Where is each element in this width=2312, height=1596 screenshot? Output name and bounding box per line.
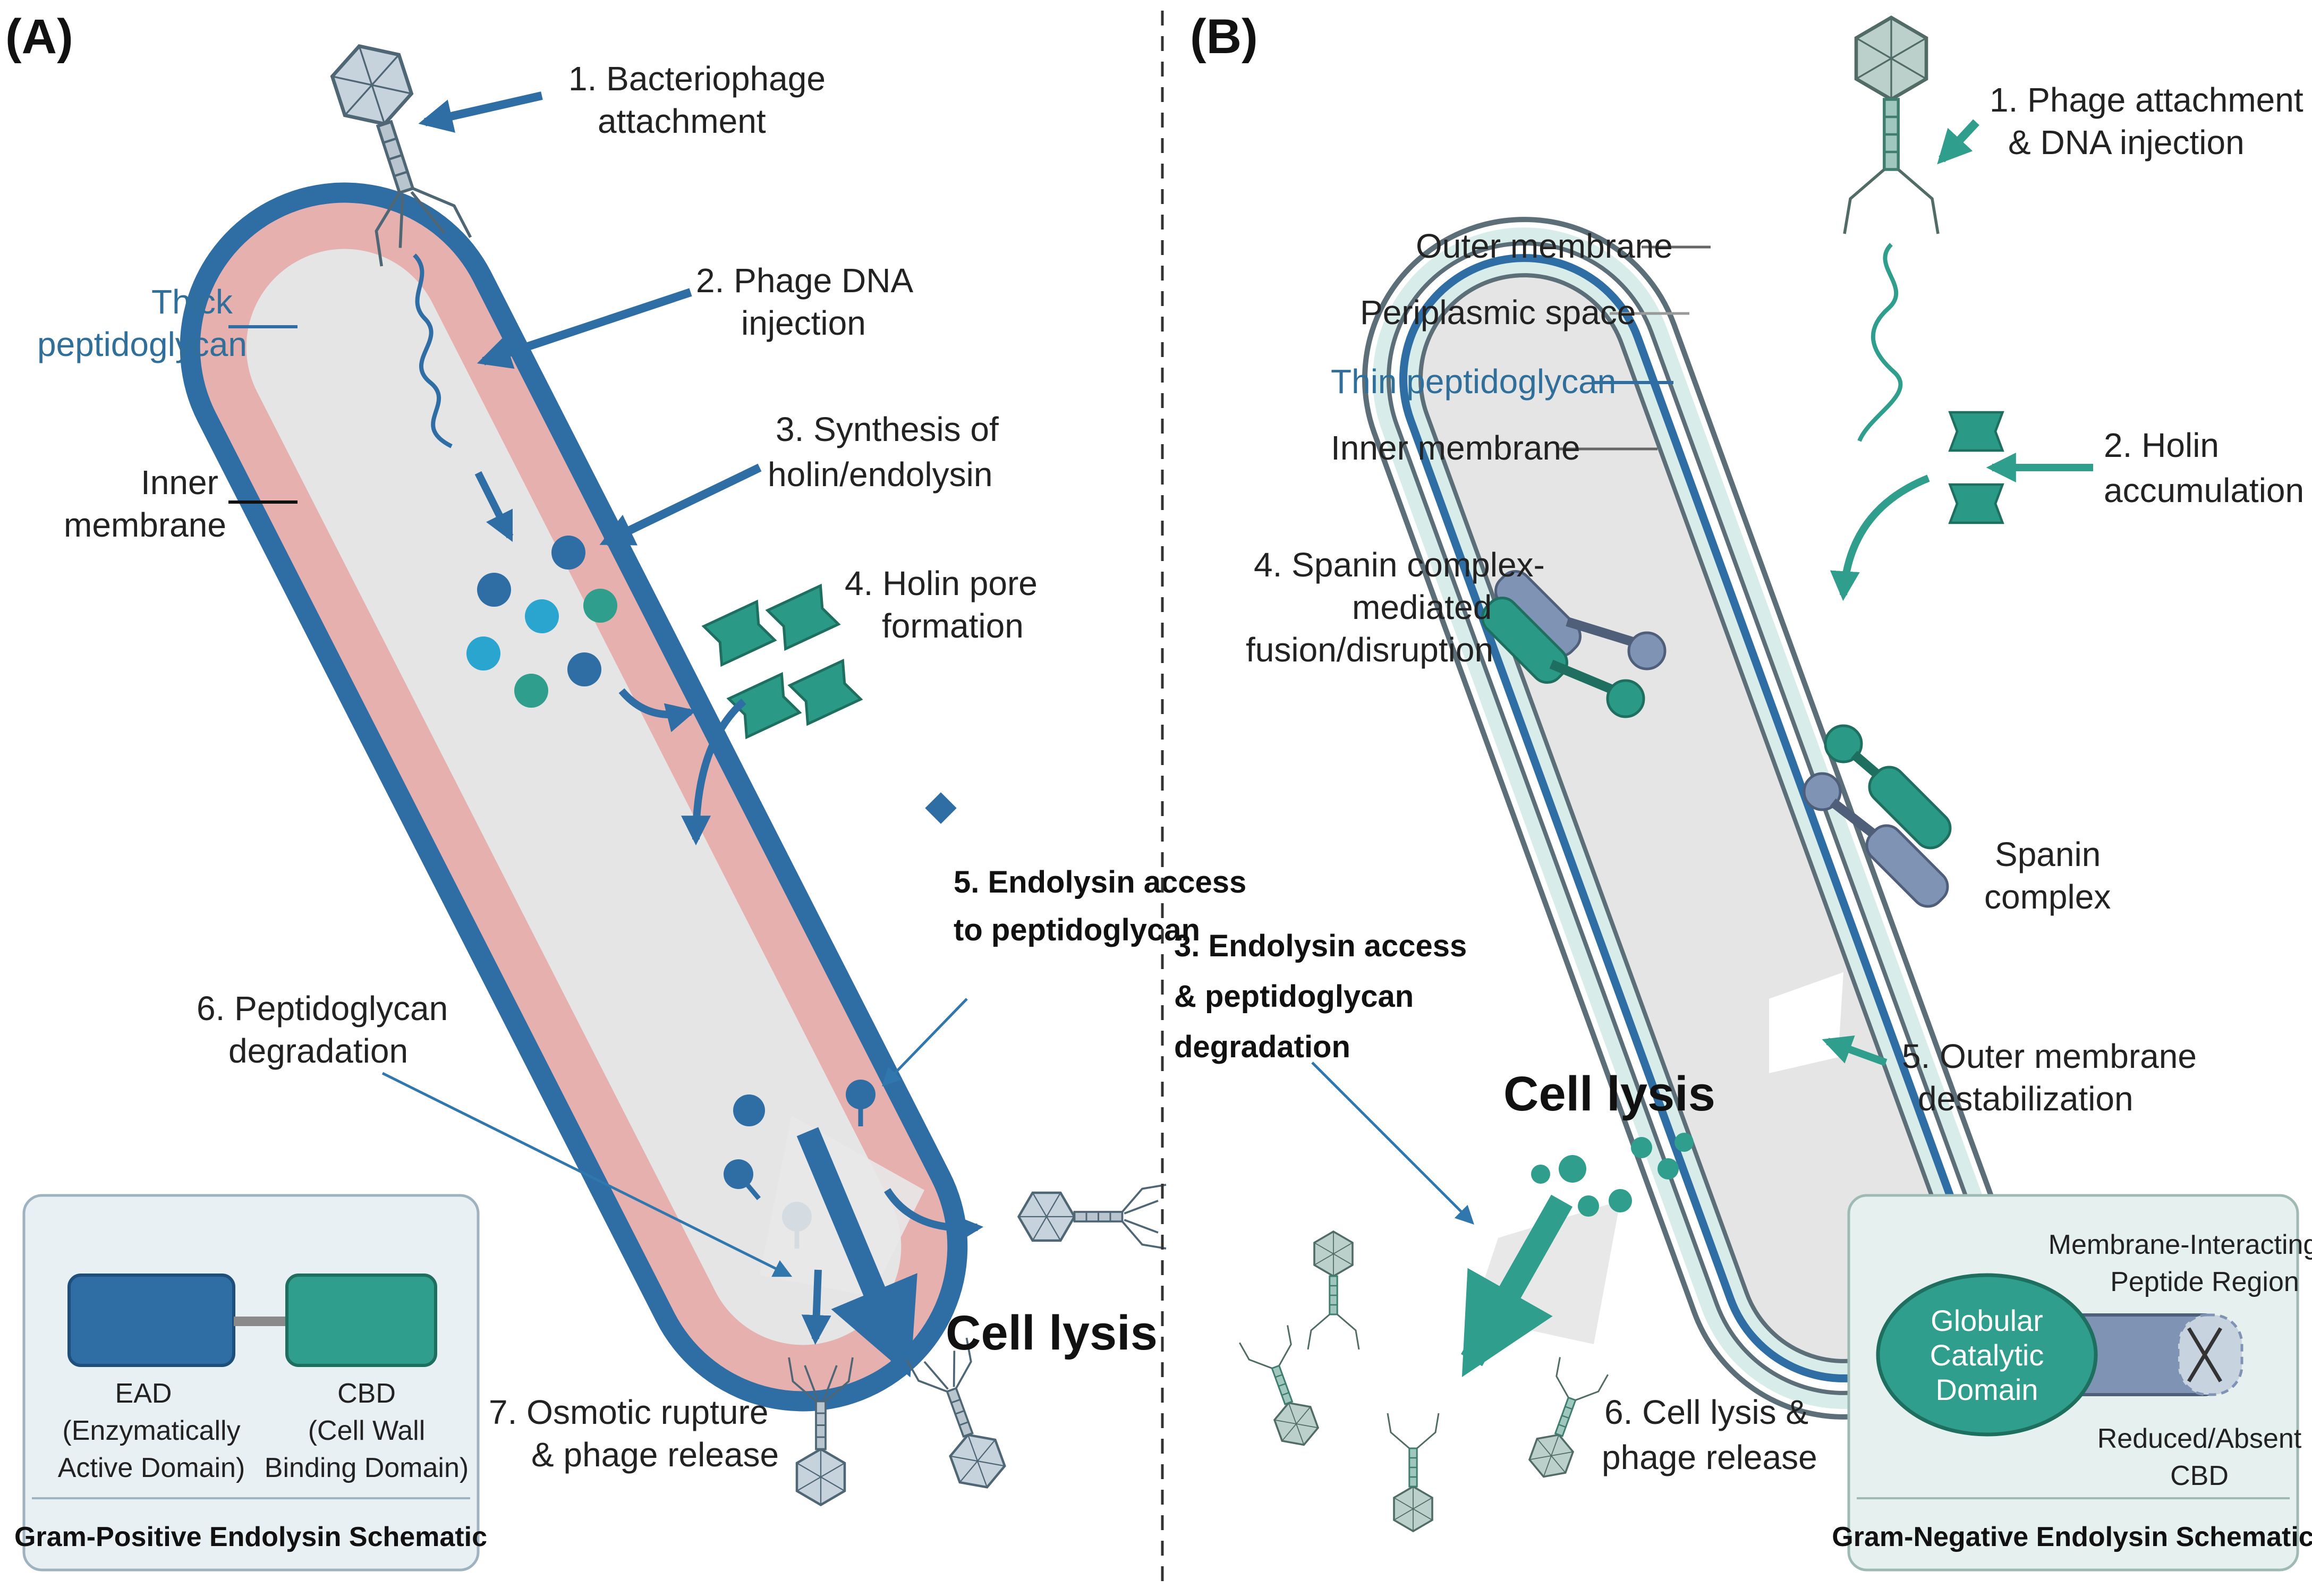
gcd-line3: Domain: [1936, 1373, 2038, 1406]
outer-membrane-label: Outer membrane: [1416, 227, 1673, 265]
endolysins-b: [1531, 1133, 1694, 1217]
step-a2-line2: injection: [741, 304, 866, 342]
synthesized-proteins: [466, 536, 617, 708]
phage-attaching-b: [1844, 18, 1938, 234]
cbd-b-line1: Reduced/Absent: [2097, 1423, 2302, 1454]
step-a4-line2: formation: [882, 607, 1024, 645]
inner-membrane-a-line1: Inner: [141, 463, 218, 502]
step-b6-line2: phage release: [1602, 1438, 1817, 1476]
step-a6-line2: degradation: [228, 1032, 408, 1070]
step-a7-line1: 7. Osmotic rupture: [489, 1393, 768, 1431]
step-b2-line1: 2. Holin: [2104, 426, 2219, 464]
spanin-complex-line2: complex: [1984, 878, 2111, 916]
step-b4-line3: fusion/disruption: [1246, 631, 1493, 669]
step-b3-line3: degradation: [1174, 1030, 1350, 1064]
gram-positive-schematic: EAD (Enzymatically Active Domain) CBD (C…: [14, 1194, 487, 1572]
cbd-line2: (Cell Wall: [308, 1415, 426, 1446]
cbd-domain: [285, 1274, 437, 1367]
leaders-b: [1559, 245, 1711, 451]
gram-negative-schematic: Membrane-Interacting Peptide Region Glob…: [1832, 1194, 2312, 1572]
cell-lysis-b: Cell lysis: [1503, 1067, 1715, 1121]
gcd-line1: Globular: [1931, 1304, 2043, 1337]
globular-catalytic-domain: [1876, 1273, 2098, 1437]
ead-line3: Active Domain): [58, 1453, 245, 1483]
step-b5-line1: 5. Outer membrane: [1902, 1037, 2197, 1075]
inner-membrane-b-label: Inner membrane: [1331, 429, 1580, 467]
absent-cbd-x-icon: [2187, 1327, 2223, 1382]
step-a3-line1: 3. Synthesis of: [776, 410, 999, 448]
cbd-b-line2: CBD: [2170, 1461, 2229, 1491]
thin-pg-label: Thin peptidoglycan: [1331, 362, 1616, 401]
step-b5-line2: destabilization: [1918, 1080, 2134, 1118]
step-a7-line2: & phage release: [531, 1436, 779, 1474]
mip-line1: Membrane-Interacting: [2048, 1229, 2312, 1260]
step-b1-line2: & DNA injection: [2008, 123, 2245, 162]
periplasmic-space-label: Periplasmic space: [1360, 293, 1636, 332]
linker: [234, 1317, 287, 1326]
step-b3-line1: 3. Endolysin access: [1174, 929, 1467, 963]
inner-membrane-a-line2: membrane: [64, 506, 226, 544]
step-a4-line1: 4. Holin pore: [845, 564, 1038, 602]
step-a3-line2: holin/endolysin: [768, 455, 992, 494]
gram-negative-cell: [1362, 217, 2006, 1420]
ead-line1: EAD: [115, 1378, 172, 1409]
gram-positive-cell: [180, 182, 968, 1412]
gram-negative-schematic-title: Gram-Negative Endolysin Schematic: [1832, 1522, 2312, 1552]
ead-line2: (Enzymatically: [62, 1415, 240, 1446]
gram-positive-schematic-title: Gram-Positive Endolysin Schematic: [14, 1522, 487, 1552]
panel-a-letter: (A): [5, 10, 73, 64]
step-b3-line2: & peptidoglycan: [1174, 979, 1414, 1014]
cbd-line1: CBD: [337, 1378, 396, 1409]
diamond-marker: [925, 792, 957, 824]
gcd-line2: Catalytic: [1930, 1338, 2044, 1372]
panel-b-letter: (B): [1190, 10, 1258, 64]
step-b4-line1: 4. Spanin complex-: [1254, 546, 1545, 584]
phage-dna-helix: [413, 253, 453, 448]
step-b4-line2: mediated: [1352, 588, 1492, 626]
spanin-complex-line1: Spanin: [1995, 835, 2101, 873]
step-a6-line1: 6. Peptidoglycan: [197, 989, 448, 1028]
phage-dna-helix-b: [1857, 243, 1903, 442]
thick-pg-line2: peptidoglycan: [37, 325, 247, 363]
endolysins-at-wall: [718, 1080, 876, 1249]
step-b1-line1: 1. Phage attachment: [1990, 81, 2304, 119]
step-a1-line2: attachment: [598, 102, 766, 140]
thick-pg-line1: Thick: [151, 283, 233, 321]
step-b6-line1: 6. Cell lysis &: [1604, 1393, 1808, 1431]
cell-lysis-a: Cell lysis: [946, 1306, 1158, 1360]
mip-line2: Peptide Region: [2110, 1267, 2299, 1297]
step-b2-line2: accumulation: [2104, 471, 2304, 510]
step-a5-line1: 5. Endolysin access: [954, 865, 1246, 899]
step-a1-line1: 1. Bacteriophage: [568, 60, 826, 98]
spanin-complexes: [1481, 570, 1952, 908]
arrows-b: [1311, 119, 2093, 1378]
step-a5-line2: to peptidoglycan: [954, 913, 1200, 947]
step-a2-line1: 2. Phage DNA: [696, 261, 913, 300]
cbd-line3: Binding Domain): [265, 1453, 469, 1483]
reduced-cbd-dashed: [2177, 1313, 2243, 1396]
arrows-a: [381, 91, 984, 1378]
ead-domain: [67, 1274, 235, 1367]
